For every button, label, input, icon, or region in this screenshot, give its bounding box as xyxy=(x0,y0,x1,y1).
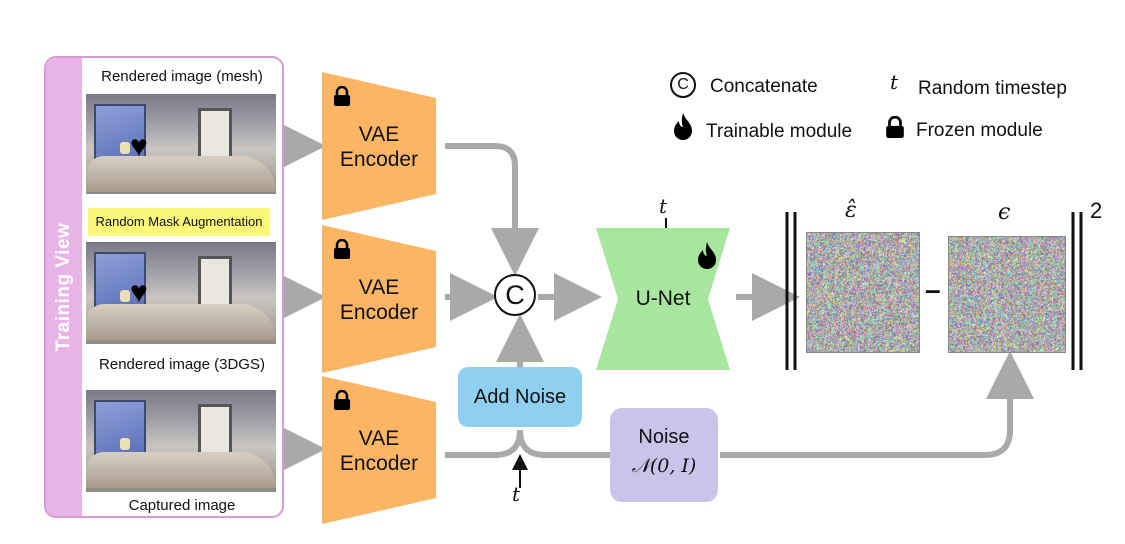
encoder-label-line1: VAE xyxy=(358,427,400,450)
legend-frozen: Frozen module xyxy=(916,120,1043,141)
encoder-label-line2: Encoder xyxy=(339,148,419,171)
rendered-mesh-image xyxy=(86,94,276,194)
norm-bars xyxy=(785,212,1083,370)
add-noise-box: Add Noise xyxy=(458,367,582,427)
legend-concatenate: Concatenate xyxy=(710,76,818,97)
encoder-label-line2: Encoder xyxy=(339,452,419,475)
caption-captured: Captured image xyxy=(128,497,236,514)
heart-mask-icon: ♥ xyxy=(130,130,148,163)
target-noise-symbol: ϵ xyxy=(998,200,1011,225)
arrow-noise-to-target xyxy=(720,351,1034,458)
flame-icon xyxy=(674,113,692,140)
unet-block: U-Net xyxy=(596,228,730,370)
moon-mask-icon xyxy=(196,266,228,306)
flame-icon xyxy=(698,242,716,269)
noise-distribution: 𝒩(0, I) xyxy=(631,455,697,477)
noise-label: Noise xyxy=(638,426,690,448)
unet-label: U-Net xyxy=(635,287,691,310)
lock-icon xyxy=(886,116,904,138)
legend-trainable: Trainable module xyxy=(706,121,853,142)
lock-icon xyxy=(334,390,350,410)
lock-icon xyxy=(334,86,350,106)
concatenate-node: C xyxy=(494,274,536,316)
caption-rendered-mesh: Rendered image (mesh) xyxy=(101,68,263,85)
predicted-noise-image xyxy=(806,232,920,353)
caption-rendered-3dgs: Rendered image (3DGS) xyxy=(99,356,265,373)
arrow-enc1-to-concat xyxy=(445,143,539,276)
minus-sign: – xyxy=(925,274,941,305)
lock-icon xyxy=(334,239,350,259)
heart-mask-icon: ♥ xyxy=(130,276,148,309)
pred-noise-symbol: ε̂ xyxy=(845,198,857,223)
arrow-enc3-to-addnoise xyxy=(445,429,523,458)
encoder-label-line1: VAE xyxy=(358,123,400,146)
encoder-label-line2: Encoder xyxy=(339,301,419,324)
random-mask-augmentation-label: Random Mask Augmentation xyxy=(88,208,270,236)
training-view-strip xyxy=(46,58,82,516)
concatenate-legend-icon: C xyxy=(670,72,696,98)
legend-timestep-symbol: t xyxy=(890,70,899,94)
rendered-3dgs-image xyxy=(86,242,276,344)
timestep-label-unet: t xyxy=(659,194,668,218)
target-noise-image xyxy=(948,236,1066,353)
training-view-title: Training View xyxy=(53,222,74,352)
legend-random-timestep: Random timestep xyxy=(918,78,1067,99)
captured-image xyxy=(86,390,276,492)
noise-box: Noise 𝒩(0, I) xyxy=(610,408,718,502)
timestep-label-addnoise: t xyxy=(512,482,521,506)
arrow-noise-to-addnoise xyxy=(517,429,610,458)
encoder-label-line1: VAE xyxy=(358,276,400,299)
norm-exponent: 2 xyxy=(1090,198,1103,223)
